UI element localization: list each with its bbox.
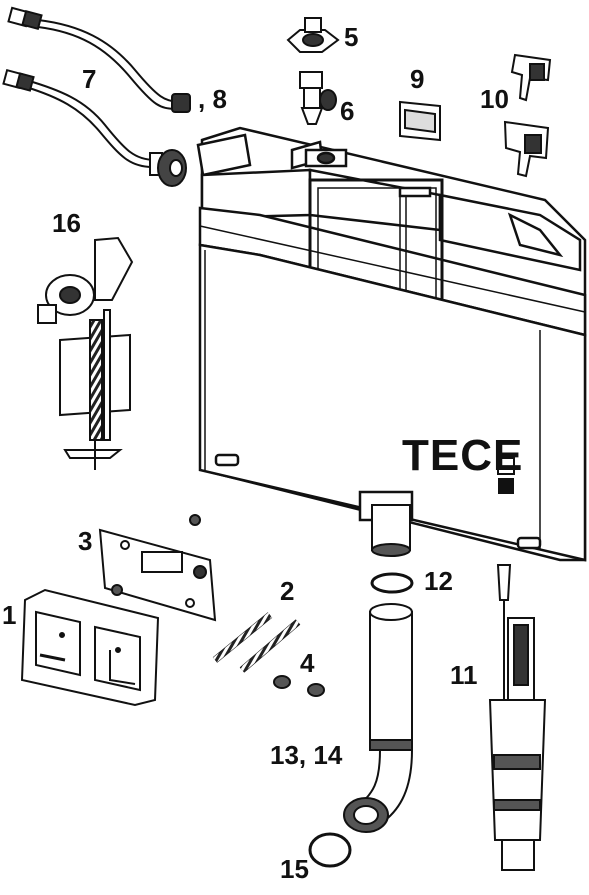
callout-6: 6 — [340, 96, 355, 126]
callout-2: 2 — [280, 576, 295, 606]
tece-logo-mark — [497, 457, 515, 494]
callout-1: 1 — [2, 600, 17, 630]
mounting-plate-part-3 — [98, 514, 217, 622]
callout-7: 7 — [82, 64, 97, 94]
angle-valve-part-6 — [299, 71, 337, 125]
callout-12: 12 — [424, 566, 453, 596]
callout-8: , 8 — [198, 84, 227, 114]
seal-ring-part-12 — [370, 572, 414, 594]
flange-part-5 — [286, 17, 340, 53]
threaded-rods-part-2 — [212, 612, 301, 673]
callout-10: 10 — [480, 84, 509, 114]
cover-frame-part-1 — [20, 588, 160, 707]
tece-logo-text: TECE — [402, 431, 524, 480]
fill-valve-part-16 — [37, 236, 134, 470]
nuts-part-4 — [273, 675, 325, 697]
outlet-socket — [371, 504, 411, 557]
callout-3: 3 — [78, 526, 93, 556]
flush-bend-part-13-14 — [343, 603, 413, 833]
callout-16: 16 — [52, 208, 81, 238]
callout-11: 11 — [450, 660, 478, 690]
callout-13-14: 13, 14 — [270, 740, 343, 770]
flush-valve-part-11 — [488, 564, 547, 871]
flex-hose-part-7 — [2, 6, 191, 187]
callout-15: 15 — [280, 854, 309, 884]
seal-ring-part-15 — [308, 832, 352, 868]
callout-5: 5 — [344, 22, 359, 52]
cistern-body — [196, 126, 587, 562]
clips-part-10 — [503, 53, 552, 178]
bracket-part-9 — [399, 100, 441, 142]
callout-9: 9 — [410, 64, 425, 94]
callout-4: 4 — [300, 648, 315, 678]
